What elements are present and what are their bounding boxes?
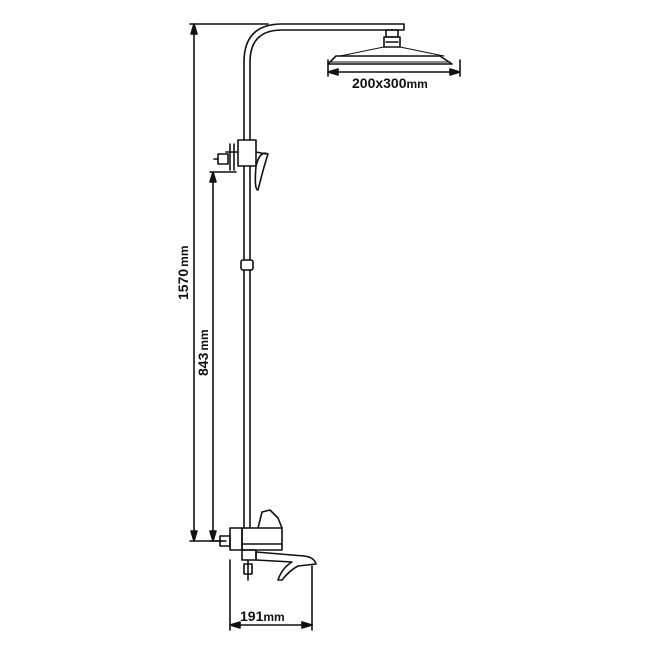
- hand-shower-holder: [255, 151, 267, 155]
- riser-pipe: [240, 165, 254, 529]
- hand-shower-body: [254, 152, 269, 191]
- bath-spout: [255, 551, 317, 581]
- mixer-lever: [257, 509, 283, 529]
- head-width-arrow-left: [327, 68, 339, 76]
- bath-mixer: [219, 509, 317, 581]
- head-connector-nut: [383, 36, 401, 48]
- diverter-body: [237, 139, 257, 167]
- spout-depth-label: 191mm: [240, 608, 285, 624]
- mixer-spout-base: [241, 549, 257, 561]
- shower-head: [327, 29, 453, 65]
- head-connector-top: [385, 29, 399, 38]
- head-size-label: 200x300mm: [352, 75, 428, 91]
- mixer-height-dimension: [209, 171, 237, 542]
- mixer-height-arrow-bottom: [209, 530, 217, 542]
- head-width-arrow-right: [449, 68, 461, 76]
- overhead-arm: [243, 23, 405, 141]
- upper-diverter: [213, 139, 257, 171]
- hand-shower: [254, 151, 269, 191]
- total-height-dimension: [189, 23, 269, 542]
- spout-depth-arrow-left: [229, 621, 241, 629]
- total-height-arrow-bottom: [190, 530, 198, 542]
- mixer-height-arrow-top: [209, 171, 217, 183]
- spout-depth-dimension: [229, 559, 313, 631]
- mixer-body: [241, 527, 283, 551]
- diverter-knob: [217, 153, 229, 165]
- head-plate: [327, 55, 453, 65]
- mixer-outlet-nut: [243, 563, 253, 575]
- head-plate-slope: [339, 46, 445, 57]
- head-width-dimension: [327, 59, 461, 77]
- spout-depth-arrow-right: [301, 621, 313, 629]
- mixer-height-label: 843mm: [195, 329, 211, 376]
- total-height-arrow-top: [190, 23, 198, 35]
- arm-pipe: [243, 23, 405, 141]
- slide-bracket: [240, 259, 254, 271]
- total-height-label: 1570mm: [175, 246, 191, 301]
- mixer-wall-flange: [229, 527, 243, 551]
